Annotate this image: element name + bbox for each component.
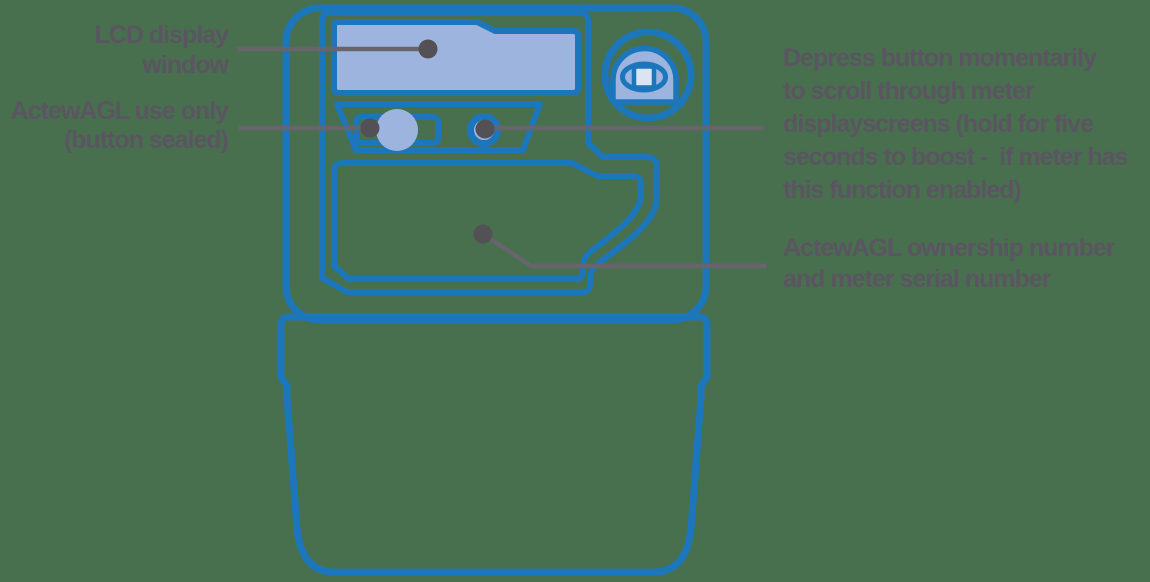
label-line: (button sealed) xyxy=(63,126,229,154)
label-line: this function enabled) xyxy=(783,176,1022,204)
button-recess xyxy=(334,101,543,153)
lcd-display-window-label: LCD display window xyxy=(94,20,229,80)
callout-dot-sealed-button xyxy=(360,118,380,138)
label-line: LCD display xyxy=(94,21,229,49)
meter-body-lower xyxy=(277,313,711,576)
label-line: ActewAGL use only xyxy=(10,97,229,125)
ownership-number-label: ActewAGL ownership number and meter seri… xyxy=(783,233,1116,295)
callout-lines xyxy=(237,46,766,269)
depress-button-label: Depress button momentarily to scroll thr… xyxy=(783,42,1128,207)
lcd-display xyxy=(331,19,581,96)
viewing-window-emblem xyxy=(601,28,695,122)
front-panel-outline xyxy=(319,10,660,295)
callout-line-ownership xyxy=(481,232,766,269)
label-line: and meter serial number xyxy=(783,265,1051,293)
emblem-outer-ring xyxy=(601,28,695,122)
sealed-button xyxy=(376,109,418,151)
emblem-eye-center xyxy=(631,64,657,90)
label-line: Depress button momentarily xyxy=(783,44,1097,72)
callout-dot-ownership xyxy=(473,224,493,244)
label-line: displayscreens (hold for five xyxy=(783,110,1094,138)
actewagl-use-only-label: ActewAGL use only (button sealed) xyxy=(10,97,229,155)
callout-dot-scroll-button xyxy=(475,119,495,139)
callout-dot-lcd xyxy=(418,39,438,59)
label-line: seconds to boost - if meter has xyxy=(783,143,1128,171)
label-line: to scroll through meter xyxy=(783,77,1035,105)
label-line: window xyxy=(142,51,229,79)
callout-dots xyxy=(360,39,495,244)
label-plate-outline xyxy=(331,160,644,282)
label-line: ActewAGL ownership number xyxy=(783,234,1116,262)
